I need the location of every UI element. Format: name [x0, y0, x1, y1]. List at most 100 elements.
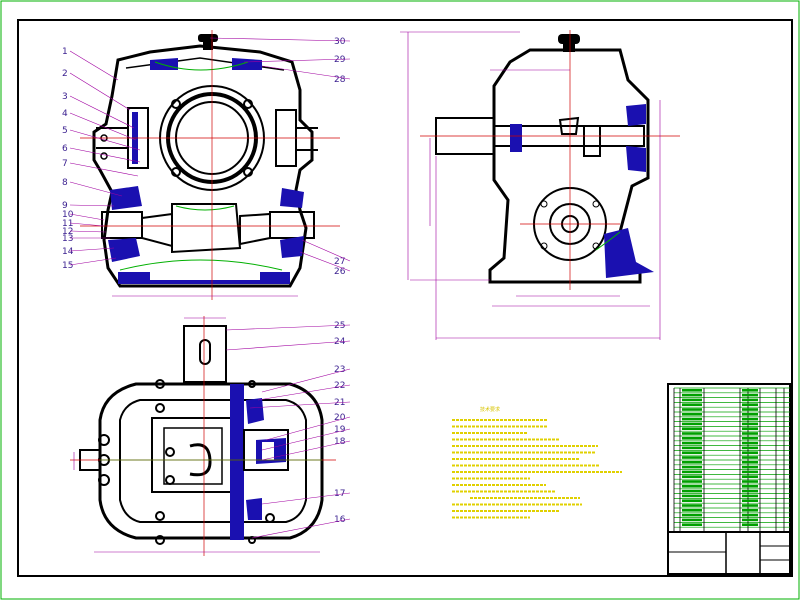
leader-line: [261, 440, 351, 461]
leader-line: [261, 492, 351, 505]
bom-cell: [742, 513, 758, 517]
bom-cell: [682, 485, 702, 488]
part-label: 29: [334, 55, 346, 65]
bom-cell: [682, 504, 702, 507]
bom-cell: [742, 432, 758, 435]
bom-cell: [682, 413, 702, 416]
leader-line: [69, 222, 105, 227]
bom-cell: [682, 499, 702, 502]
leader-line: [69, 204, 115, 207]
title-block: [667, 383, 791, 575]
side-view: [400, 30, 680, 340]
bom-cell: [682, 422, 702, 426]
bom-cell: [682, 427, 702, 430]
leader-line: [261, 368, 351, 393]
bom-cell: [742, 456, 758, 459]
bom-cell: [742, 470, 758, 474]
part-label: 18: [334, 437, 346, 447]
part-label: 2: [62, 69, 68, 79]
bom-cell: [742, 403, 758, 406]
bom-cell: [742, 408, 758, 411]
leader-line: [69, 162, 139, 177]
part-label: 5: [62, 126, 68, 136]
bom-cell: [742, 422, 758, 426]
notes-block: 技术要求: [452, 406, 622, 519]
bom-cell: [742, 475, 758, 478]
leader-line: [261, 65, 351, 80]
bom-cell: [742, 480, 758, 483]
part-label: 27: [334, 257, 345, 267]
part-label: 8: [62, 178, 68, 188]
leader-line: [69, 95, 135, 129]
bom-cell: [682, 475, 702, 478]
inner-frame: [17, 19, 793, 577]
bom-cell: [682, 461, 702, 464]
bom-cell: [682, 494, 702, 498]
bom-cell: [682, 451, 702, 454]
part-label: 28: [334, 75, 346, 85]
bom-cell: [682, 393, 702, 397]
leader-line: [69, 230, 107, 233]
bom-cell: [682, 403, 702, 406]
front-view: [80, 30, 340, 300]
part-label: 14: [62, 247, 74, 257]
bom-cell: [682, 465, 702, 469]
leader-line: [69, 112, 137, 141]
part-label: 20: [334, 413, 346, 423]
leader-line: [69, 213, 105, 221]
bom-cell: [742, 518, 758, 522]
bom-cell: [682, 398, 702, 402]
part-label: 3: [62, 92, 68, 102]
bom-cell: [742, 437, 758, 440]
bom-cell: [682, 480, 702, 483]
part-label: 10: [62, 210, 74, 220]
bom-cell: [682, 437, 702, 440]
leader-line: [265, 416, 351, 441]
part-label: 11: [62, 219, 73, 229]
part-label: 19: [334, 425, 346, 435]
bom-cell: [742, 504, 758, 507]
leader-line: [251, 518, 351, 539]
bom-cell: [742, 499, 758, 502]
bom-cell: [742, 417, 758, 421]
leader-line: [69, 257, 117, 266]
leader-line: [261, 428, 351, 451]
part-label: 1: [62, 47, 68, 57]
leader-line: [69, 129, 141, 151]
notes-title: 技术要求: [480, 406, 500, 413]
bom-cell: [742, 489, 758, 493]
leader-line: [225, 324, 351, 331]
leader-line: [243, 58, 351, 63]
leader-line: [299, 251, 351, 272]
bom-cell: [742, 494, 758, 498]
leader-line: [69, 181, 123, 197]
leader-line: [69, 247, 115, 252]
part-label: 30: [334, 37, 346, 47]
bom-cell: [742, 465, 758, 469]
part-label: 26: [334, 267, 346, 277]
bom-cell: [742, 393, 758, 397]
part-label: 4: [62, 109, 68, 119]
leader-line: [249, 401, 351, 409]
part-label: 25: [334, 321, 345, 331]
bom-cell: [682, 518, 702, 522]
bom-cell: [742, 398, 758, 402]
part-label: 13: [62, 234, 73, 244]
bom-cell: [682, 432, 702, 435]
bom-cell: [742, 446, 758, 450]
part-label: 16: [334, 515, 346, 525]
bom-cell: [682, 408, 702, 411]
bom-cell: [682, 441, 702, 445]
leader-line: [69, 72, 131, 111]
part-label: 12: [62, 227, 73, 237]
part-label: 6: [62, 144, 68, 154]
bom-cell: [742, 441, 758, 445]
leader-line: [257, 384, 351, 401]
part-label: 9: [62, 201, 68, 211]
leader-line: [209, 37, 351, 42]
leader-line: [69, 50, 119, 81]
